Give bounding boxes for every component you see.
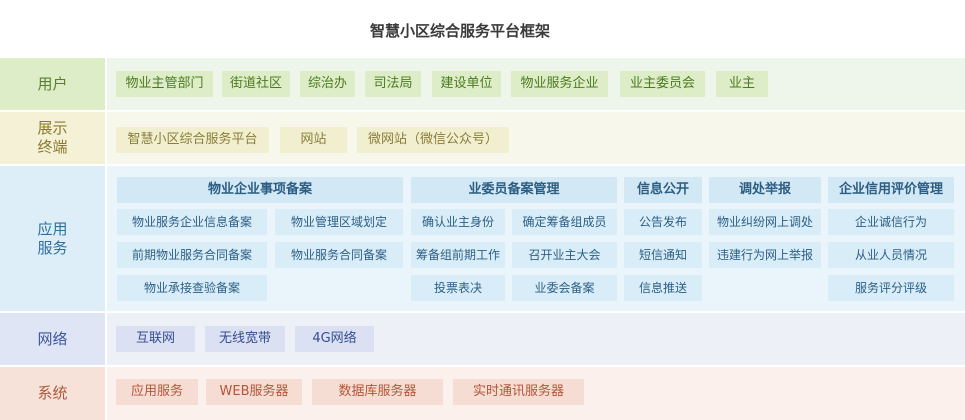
user-chip[interactable]: 业主委员会: [620, 71, 705, 97]
row-label-system: 系统: [0, 367, 105, 420]
system-chip[interactable]: 应用服务: [116, 379, 198, 405]
row-app-services: 应用服务 物业企业事项备案 物业服务企业信息备案 物业管理区域划定 前期物业服务…: [0, 166, 965, 311]
label-line: 服务: [37, 238, 68, 257]
user-chip[interactable]: 建设单位: [432, 71, 501, 97]
service-chip[interactable]: 物业纠纷网上调处: [709, 209, 821, 235]
row-label-display: 展示终端: [0, 112, 105, 164]
service-chip[interactable]: 召开业主大会: [512, 242, 617, 268]
user-chip[interactable]: 街道社区: [222, 71, 290, 97]
system-chip[interactable]: 数据库服务器: [312, 379, 443, 405]
service-chip[interactable]: 服务评分评级: [828, 275, 954, 301]
row-content-app: 物业企业事项备案 物业服务企业信息备案 物业管理区域划定 前期物业服务合同备案 …: [107, 166, 965, 311]
network-chip[interactable]: 4G网络: [295, 326, 374, 352]
system-chip[interactable]: WEB服务器: [206, 379, 302, 405]
display-chip[interactable]: 智慧小区综合服务平台: [116, 127, 269, 153]
network-chip[interactable]: 无线宽带: [205, 326, 285, 352]
service-chip[interactable]: 公告发布: [624, 209, 702, 235]
row-content-display: 智慧小区综合服务平台 网站 微网站（微信公众号）: [107, 112, 965, 164]
user-chip[interactable]: 物业主管部门: [116, 71, 213, 97]
row-label-app: 应用服务: [0, 166, 105, 311]
row-user: 用户 物业主管部门 街道社区 综治办 司法局 建设单位 物业服务企业 业主委员会…: [0, 58, 965, 110]
row-network: 网络 互联网 无线宽带 4G网络: [0, 313, 965, 365]
label-line: 展示: [37, 119, 68, 137]
label-line: 应用: [37, 219, 68, 238]
group-header[interactable]: 物业企业事项备案: [117, 177, 403, 203]
service-chip[interactable]: 物业承接查验备案: [117, 275, 267, 301]
row-label-user: 用户: [0, 58, 105, 110]
service-chip[interactable]: 信息推送: [624, 275, 702, 301]
row-system: 系统 应用服务 WEB服务器 数据库服务器 实时通讯服务器: [0, 367, 965, 420]
row-label-network: 网络: [0, 313, 105, 365]
service-chip[interactable]: 物业管理区域划定: [275, 209, 403, 235]
service-chip[interactable]: 确认业主身份: [411, 209, 505, 235]
service-chip[interactable]: 确定筹备组成员: [512, 209, 617, 235]
service-chip[interactable]: 违建行为网上举报: [709, 242, 821, 268]
user-chip[interactable]: 司法局: [365, 71, 421, 97]
group-header[interactable]: 信息公开: [624, 177, 702, 203]
network-chip[interactable]: 互联网: [116, 326, 195, 352]
row-content-user: 物业主管部门 街道社区 综治办 司法局 建设单位 物业服务企业 业主委员会 业主: [107, 58, 965, 110]
row-content-network: 互联网 无线宽带 4G网络: [107, 313, 965, 365]
service-chip[interactable]: 筹备组前期工作: [411, 242, 505, 268]
service-chip[interactable]: 物业服务企业信息备案: [117, 209, 267, 235]
service-chip[interactable]: 物业服务合同备案: [275, 242, 403, 268]
service-chip[interactable]: 投票表决: [411, 275, 505, 301]
row-display: 展示终端 智慧小区综合服务平台 网站 微网站（微信公众号）: [0, 112, 965, 164]
service-chip[interactable]: 短信通知: [624, 242, 702, 268]
user-chip[interactable]: 物业服务企业: [511, 71, 608, 97]
user-chip[interactable]: 综治办: [300, 71, 355, 97]
group-header[interactable]: 企业信用评价管理: [828, 177, 954, 203]
service-chip[interactable]: 业委会备案: [512, 275, 617, 301]
page-title: 智慧小区综合服务平台框架: [369, 22, 550, 40]
display-chip[interactable]: 微网站（微信公众号）: [357, 127, 509, 153]
service-chip[interactable]: 从业人员情况: [828, 242, 954, 268]
group-header[interactable]: 调处举报: [709, 177, 821, 203]
group-header[interactable]: 业委员备案管理: [411, 177, 617, 203]
service-chip[interactable]: 前期物业服务合同备案: [117, 242, 267, 268]
row-content-system: 应用服务 WEB服务器 数据库服务器 实时通讯服务器: [107, 367, 965, 420]
system-chip[interactable]: 实时通讯服务器: [453, 379, 584, 405]
service-chip[interactable]: 企业诚信行为: [828, 209, 954, 235]
user-chip[interactable]: 业主: [716, 71, 768, 97]
display-chip[interactable]: 网站: [280, 127, 347, 153]
label-line: 终端: [37, 138, 68, 156]
